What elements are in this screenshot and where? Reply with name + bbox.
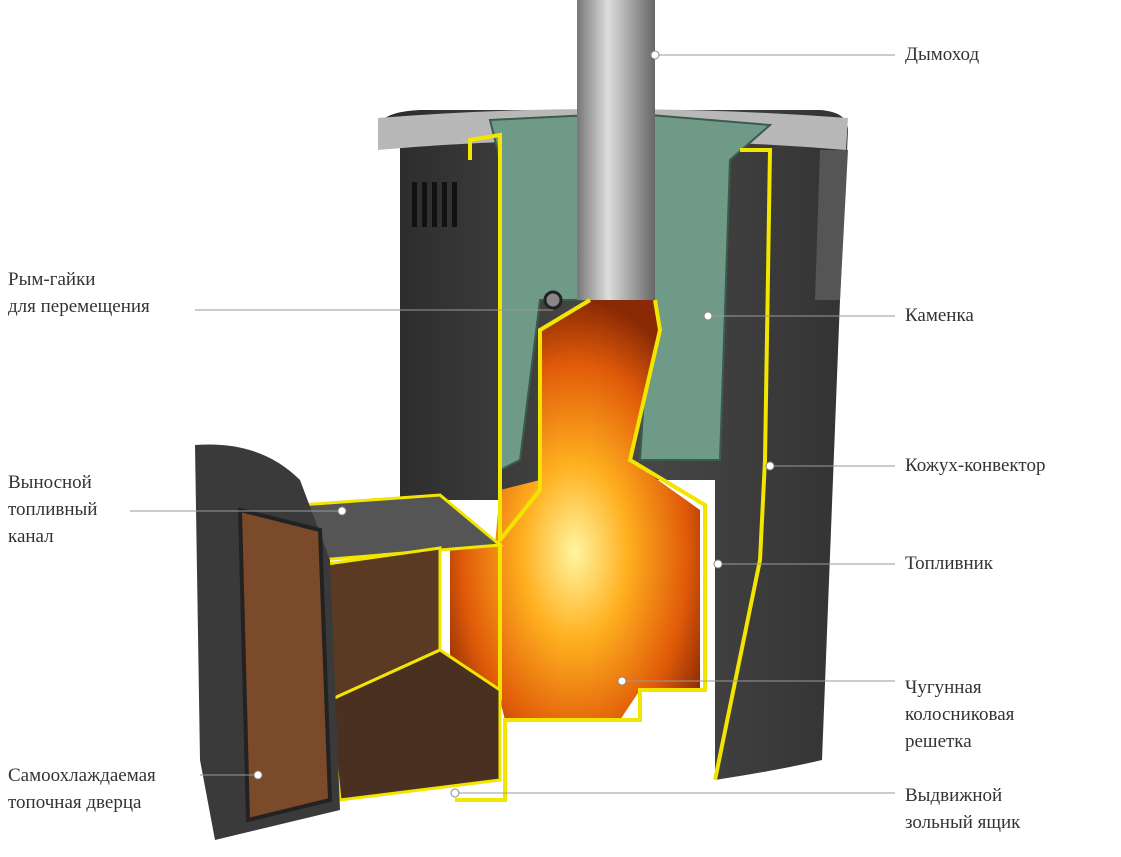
fire-door xyxy=(195,444,340,840)
eye-nut xyxy=(543,290,563,310)
firebox-flame xyxy=(450,300,700,720)
label-convector: Кожух-конвектор xyxy=(905,455,1046,476)
leader-lines xyxy=(130,54,895,794)
stones xyxy=(488,113,773,472)
leader-dots xyxy=(253,50,775,798)
label-heater: Каменка xyxy=(905,305,974,326)
label-chimney: Дымоход xyxy=(905,44,980,65)
chimney-pipe xyxy=(577,0,655,300)
label-firebox: Топливник xyxy=(905,553,994,574)
